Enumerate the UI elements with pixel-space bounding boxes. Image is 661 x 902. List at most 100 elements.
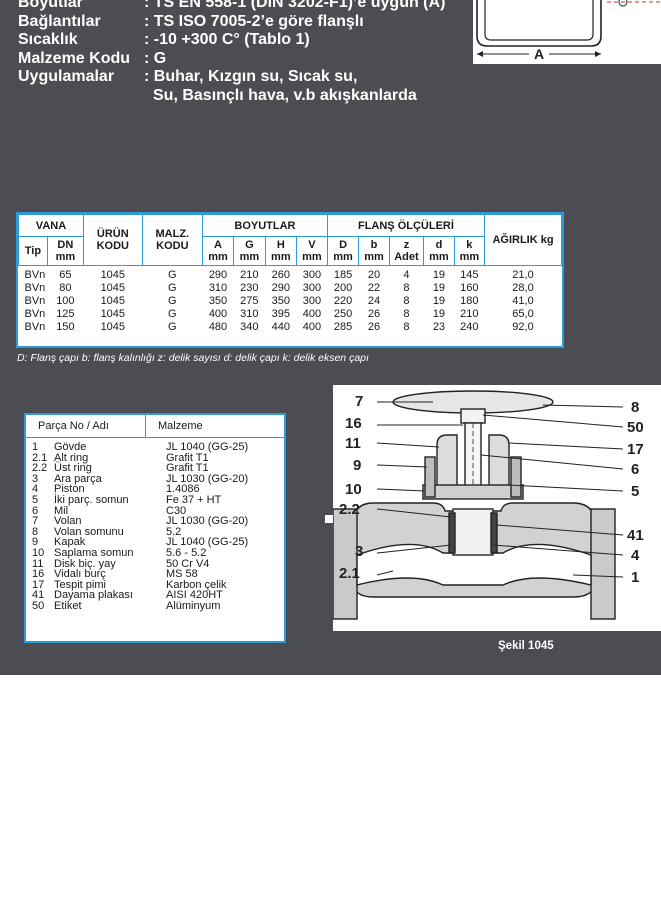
callout-label: 3 — [355, 543, 364, 560]
parts-header-material: Malzeme — [158, 420, 203, 432]
table-cell: 300 — [302, 295, 322, 307]
table-cell: 8 — [403, 282, 410, 294]
table-cell: 22 — [367, 282, 381, 294]
group-header-urun-kodu: ÜRÜN KODU — [82, 214, 143, 266]
part-number: 4 — [32, 483, 39, 496]
spec-row: Boyutlar: TS EN 558-1 (DIN 3202-F1)’e uy… — [18, 0, 445, 13]
spec-row: Malzeme Kodu: G — [18, 50, 445, 69]
panel-marker — [325, 515, 333, 523]
group-header-flans: FLANŞ ÖLÇÜLERİ — [326, 214, 486, 237]
callout-label: 17 — [627, 441, 644, 458]
part-number: 10 — [32, 546, 45, 559]
group-header-agirlik: AĞIRLIK kg — [484, 214, 562, 266]
table-cell: 180 — [460, 295, 479, 307]
part-name: Piston — [54, 483, 85, 496]
valve-cross-section — [332, 390, 624, 620]
part-material: Grafit T1 — [166, 451, 209, 464]
valve-dimension-drawing: A — [473, 0, 661, 64]
callout-label: 9 — [353, 457, 362, 474]
table-cell: 19 — [432, 282, 446, 294]
column-header-g: G mm — [233, 236, 266, 266]
spec-value: : TS EN 558-1 (DIN 3202-F1)’e uygun (A) — [144, 0, 446, 11]
part-number: 2.2 — [32, 462, 48, 475]
spec-value: : Buhar, Kızgın su, Sıcak su, — [144, 68, 358, 85]
table-cell: G — [168, 308, 177, 320]
table-cell: 240 — [460, 321, 479, 333]
part-name: Volan — [54, 515, 82, 528]
table-cell: 400 — [302, 321, 322, 333]
table-cell: 395 — [271, 308, 291, 320]
part-material: JL 1030 (GG-20) — [166, 472, 249, 485]
part-material: Fe 37 + HT — [166, 493, 222, 506]
table-cell: 1045 — [100, 321, 126, 333]
table-cell: 310 — [240, 308, 259, 320]
spec-row: Bağlantılar: TS ISO 7005-2’e göre flanşl… — [18, 13, 445, 32]
part-name: Vidalı burç — [54, 568, 106, 581]
table-cell: 19 — [432, 308, 446, 320]
part-material: JL 1040 (GG-25) — [166, 441, 249, 453]
part-name: Üst ring — [54, 462, 92, 475]
table-cell: 23 — [432, 321, 446, 333]
column-header-d: D mm — [326, 236, 360, 266]
column-header-h: H mm — [264, 236, 297, 266]
table-cell: 160 — [460, 282, 479, 294]
callout-label: 5 — [631, 483, 640, 500]
table-cell: 100 — [56, 295, 75, 307]
part-name: Dayama plakası — [54, 589, 133, 602]
table-cell: 1045 — [100, 308, 126, 320]
table-cell: 4 — [403, 269, 410, 281]
dimension-table-grid: VANA ÜRÜN KODU MALZ. KODU BOYUTLAR FLANŞ… — [18, 214, 562, 334]
table-cell: 400 — [208, 308, 228, 320]
drawing-callouts: 7 16 11 9 10 2.2 3 2.1 8 50 17 6 5 41 4 … — [333, 385, 661, 631]
callout-label: 1 — [631, 569, 640, 586]
table-cell: 150 — [56, 321, 75, 333]
part-material: 50 Cr V4 — [166, 557, 210, 570]
part-number: 2.1 — [32, 451, 48, 464]
table-cell: 400 — [302, 308, 322, 320]
part-material: JL 1040 (GG-25) — [166, 536, 249, 549]
part-number: 16 — [32, 568, 45, 581]
table-cell: 20 — [367, 269, 381, 281]
part-number: 9 — [32, 536, 39, 549]
table-cell: 210 — [240, 269, 259, 281]
part-number: 1 — [32, 441, 39, 453]
column-header-hole-d: d mm — [423, 236, 455, 266]
part-material: Karbon çelik — [166, 578, 227, 591]
spec-value: Su, Basınçlı hava, v.b akışkanlarda — [153, 86, 417, 104]
valve-section-drawing — [332, 385, 661, 631]
table-cell: 19 — [432, 295, 446, 307]
callout-label: 50 — [627, 419, 644, 436]
table-cell: 8 — [403, 321, 410, 333]
table-cell: 290 — [208, 269, 228, 281]
part-name: Disk biç. yay — [54, 557, 116, 570]
callout-label: 2.2 — [339, 501, 360, 518]
column-header-z: z Adet — [388, 236, 425, 266]
callout-label: 7 — [355, 393, 364, 410]
table-cell: 230 — [240, 282, 259, 294]
table-cell: 185 — [333, 269, 353, 281]
dimension-label-a: A — [534, 46, 544, 62]
part-material: Alüminyum — [166, 599, 221, 612]
table-cell: 290 — [271, 282, 291, 294]
part-material: C30 — [166, 504, 187, 517]
callout-label: 6 — [631, 461, 640, 478]
spec-label: Uygulamalar — [18, 68, 115, 85]
table-cell: 285 — [333, 321, 353, 333]
part-material: 5.2 — [166, 525, 182, 538]
table-cell: 300 — [302, 282, 322, 294]
table-cell: 92,0 — [512, 321, 534, 333]
table-cell: BVn — [24, 308, 46, 320]
spec-label: Sıcaklık — [18, 31, 78, 48]
callout-label: 2.1 — [339, 565, 360, 582]
part-number: 8 — [32, 525, 39, 538]
part-name: Ara parça — [54, 472, 102, 485]
